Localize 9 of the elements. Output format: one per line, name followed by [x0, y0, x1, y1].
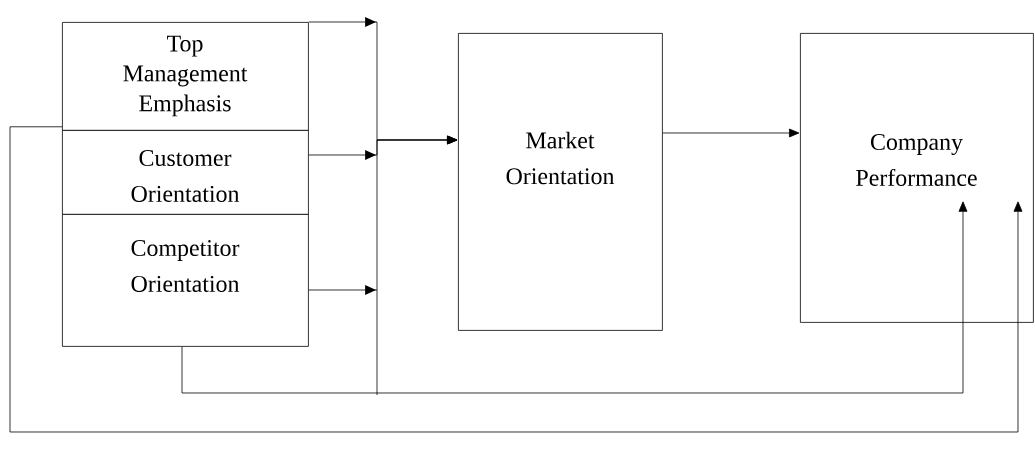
process-box: Customer Orientation [62, 130, 309, 215]
arrow [181, 201, 968, 394]
process-box: Competitor Orientation [62, 214, 309, 347]
arrow [308, 135, 458, 296]
process-box: Market Orientation [458, 33, 663, 331]
arrow [662, 128, 800, 138]
arrow [9, 126, 1023, 433]
process-box: Company Performance [800, 33, 1034, 323]
process-box: Top Management Emphasis [62, 22, 309, 131]
